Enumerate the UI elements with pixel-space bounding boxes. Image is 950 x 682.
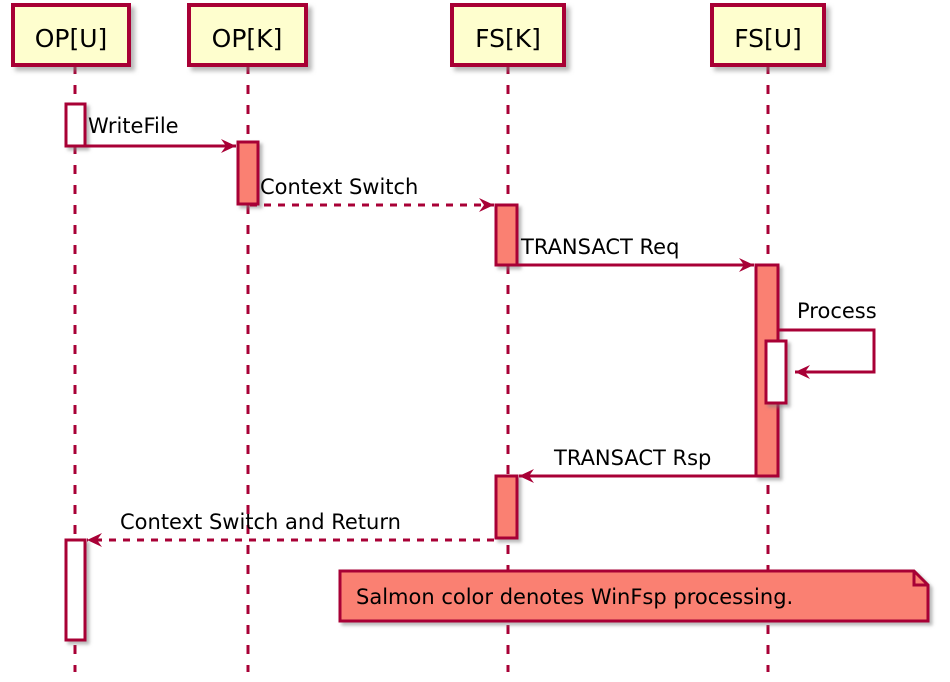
message-writefile-label: WriteFile xyxy=(88,114,179,138)
activation-fs-k-response xyxy=(494,474,519,540)
participant-op-u-label: OP[U] xyxy=(35,24,108,53)
participant-fs-u-box[interactable] xyxy=(710,3,826,67)
participant-boxes: OP[U] OP[K] FS[K] FS[U] xyxy=(11,3,826,67)
activation-bars xyxy=(64,102,788,642)
message-context-switch-and-return[interactable]: Context Switch and Return xyxy=(87,510,494,547)
participant-op-u-box[interactable] xyxy=(11,3,131,67)
message-context-switch-label: Context Switch xyxy=(260,175,418,199)
participant-op-u[interactable]: OP[U] xyxy=(11,3,131,67)
activation-op-u-bottom xyxy=(64,538,87,642)
message-context-switch-and-return-label: Context Switch and Return xyxy=(120,510,401,534)
activation-op-u-top xyxy=(64,102,87,148)
message-transact-rsp[interactable]: TRANSACT Rsp xyxy=(519,446,755,483)
message-writefile[interactable]: WriteFile xyxy=(77,114,236,153)
message-process-self-call[interactable]: Process xyxy=(779,299,877,379)
note-salmon-fold xyxy=(912,571,928,587)
participant-fs-u[interactable]: FS[U] xyxy=(710,3,826,67)
activation-fs-k-request xyxy=(494,203,519,267)
participant-fs-u-label: FS[U] xyxy=(734,24,802,53)
message-process-label: Process xyxy=(797,299,877,323)
participant-fs-k[interactable]: FS[K] xyxy=(450,3,566,67)
message-context-switch[interactable]: Context Switch xyxy=(250,175,494,212)
message-transact-req-label: TRANSACT Req xyxy=(520,235,679,259)
message-transact-req[interactable]: TRANSACT Req xyxy=(510,235,754,272)
note-salmon[interactable]: Salmon color denotes WinFsp processing. xyxy=(338,569,930,623)
participant-fs-k-box[interactable] xyxy=(450,3,566,67)
message-process-self-call-path xyxy=(779,328,876,379)
activation-fs-u-nested-process xyxy=(764,339,788,405)
participant-op-k-box[interactable] xyxy=(187,3,308,67)
messages: WriteFile FS[K] (dashed) --> Context Swi… xyxy=(77,114,877,547)
note-salmon-text: Salmon color denotes WinFsp processing. xyxy=(356,585,793,609)
participant-op-k-label: OP[K] xyxy=(212,24,283,53)
participant-fs-k-label: FS[K] xyxy=(475,24,541,53)
participant-op-k[interactable]: OP[K] xyxy=(187,3,308,67)
activation-op-k xyxy=(236,140,260,206)
note-salmon-body xyxy=(338,569,930,623)
message-transact-rsp-label: TRANSACT Rsp xyxy=(553,446,711,470)
